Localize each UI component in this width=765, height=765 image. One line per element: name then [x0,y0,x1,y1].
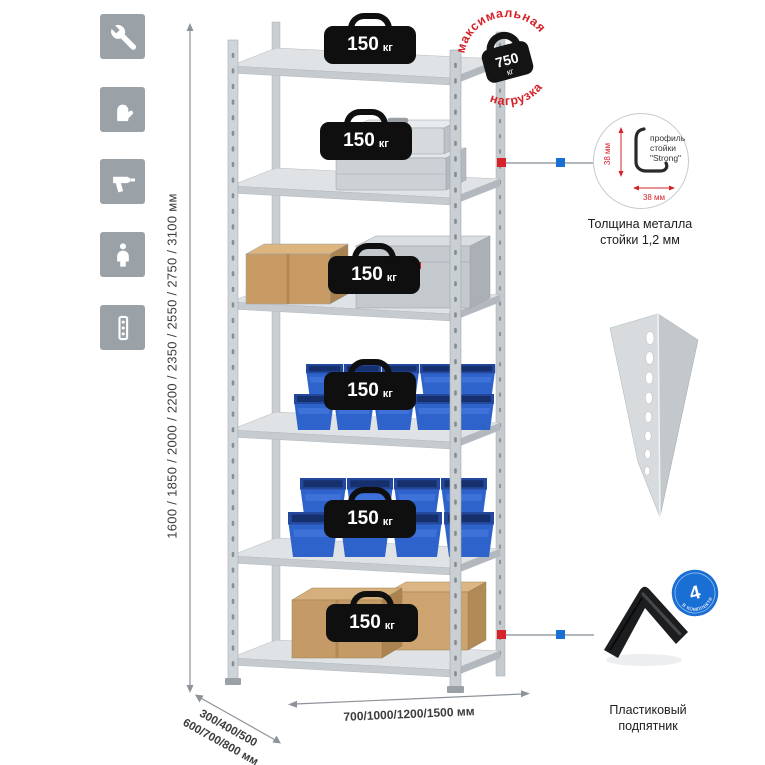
weight-unit: кг [378,137,389,150]
blue-marker-bottom [556,630,565,639]
profile-dim-horizontal: 38 мм [643,193,665,202]
stamp-unit: кг [506,66,515,77]
foot-caption: Пластиковый подпятник [578,702,718,735]
plastic-foot-illustration [604,586,688,666]
weight-unit: кг [382,515,393,528]
callout-connectors [497,158,594,639]
weight-value: 150 [343,130,375,151]
perforated-profile-icon [100,305,145,350]
blue-marker-top [556,158,565,167]
wrench-icon [100,14,145,59]
profile-label-1: профиль [650,133,686,143]
weight-unit: кг [384,619,395,632]
height-dimension-label: 1600 / 1850 / 2000 / 2200 / 2350 / 2550 … [164,193,180,539]
profile-dim-vertical: 38 мм [603,143,612,165]
profile-caption: Толщина металла стойки 1,2 мм [570,216,710,249]
max-load-stamp: максимальная нагрузка 750 кг [452,5,551,115]
rack-front-posts [225,39,464,693]
weight-badge-shelf-6: 150 кг [326,604,418,642]
weight-value: 150 [351,264,383,285]
weight-value: 150 [347,34,379,55]
stamp-arc-bottom: нагрузка [485,78,548,115]
red-marker-top [497,158,506,167]
weight-unit: кг [382,41,393,54]
weight-value: 150 [349,612,381,633]
svg-text:нагрузка: нагрузка [485,78,548,115]
profile-label-2: стойки [650,143,676,153]
stamp-value: 750 [494,49,521,71]
profile-label-3: "Strong" [650,153,681,163]
angle-post-illustration [609,313,699,518]
red-marker-bottom [497,630,506,639]
weight-badge-shelf-5: 150 кг [324,500,416,538]
post-profile-callout: 38 мм 38 мм профиль стойки "Strong" [593,113,689,209]
foot-caption-line1: Пластиковый [609,703,687,717]
gloves-icon [100,87,145,132]
profile-caption-line1: Толщина металла [587,217,693,231]
kit-count-badge: в комплекте 4 [670,568,720,618]
weight-unit: кг [386,271,397,284]
weight-unit: кг [382,387,393,400]
dimension-lines [186,23,530,744]
weight-badge-shelf-4: 150 кг [324,372,416,410]
foot-caption-line2: подпятник [618,719,678,734]
weight-badge-shelf-3: 150 кг [328,256,420,294]
weight-value: 150 [347,380,379,401]
profile-caption-line2: стойки 1,2 мм [600,233,680,248]
drill-icon [100,159,145,204]
weight-value: 150 [347,508,379,529]
person-icon [100,232,145,277]
weight-badge-shelf-1: 150 кг [324,26,416,64]
profile-drawing [634,127,669,173]
weight-badge-shelf-2: 150 кг [320,122,412,160]
rack-back-posts [271,21,506,677]
